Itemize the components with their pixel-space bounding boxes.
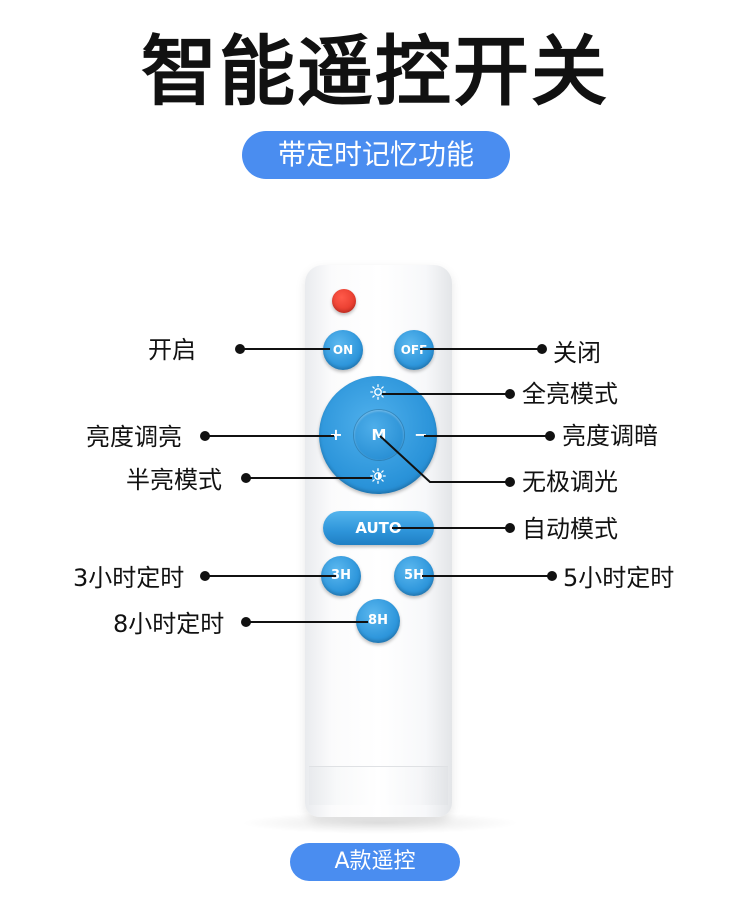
label-brightness-down: 亮度调暗	[562, 422, 658, 450]
label-timer-8h: 8小时定时	[113, 610, 225, 638]
label-timer-3h: 3小时定时	[73, 564, 185, 592]
brightness-down-button[interactable]: −	[414, 425, 428, 444]
label-power-off: 关闭	[553, 339, 601, 367]
label-power-on: 开启	[148, 336, 196, 364]
label-half-bright: 半亮模式	[126, 466, 222, 494]
feature-badge: 带定时记忆功能	[242, 131, 510, 179]
power-indicator-button[interactable]	[332, 289, 356, 313]
label-brightness-up: 亮度调亮	[86, 423, 182, 451]
label-stepless: 无极调光	[522, 468, 618, 496]
page-title: 智能遥控开关	[141, 27, 609, 116]
timer-3h-button[interactable]: 3H	[321, 556, 361, 596]
sun-full-icon[interactable]	[370, 384, 386, 400]
remote-battery-cover	[309, 766, 448, 805]
label-auto-mode: 自动模式	[522, 515, 618, 543]
model-badge: A款遥控	[290, 843, 460, 881]
brightness-up-button[interactable]: +	[329, 425, 343, 444]
sun-half-icon[interactable]	[370, 468, 386, 484]
label-full-bright: 全亮模式	[522, 380, 618, 408]
label-timer-5h: 5小时定时	[563, 564, 675, 592]
remote-shadow	[240, 812, 520, 834]
